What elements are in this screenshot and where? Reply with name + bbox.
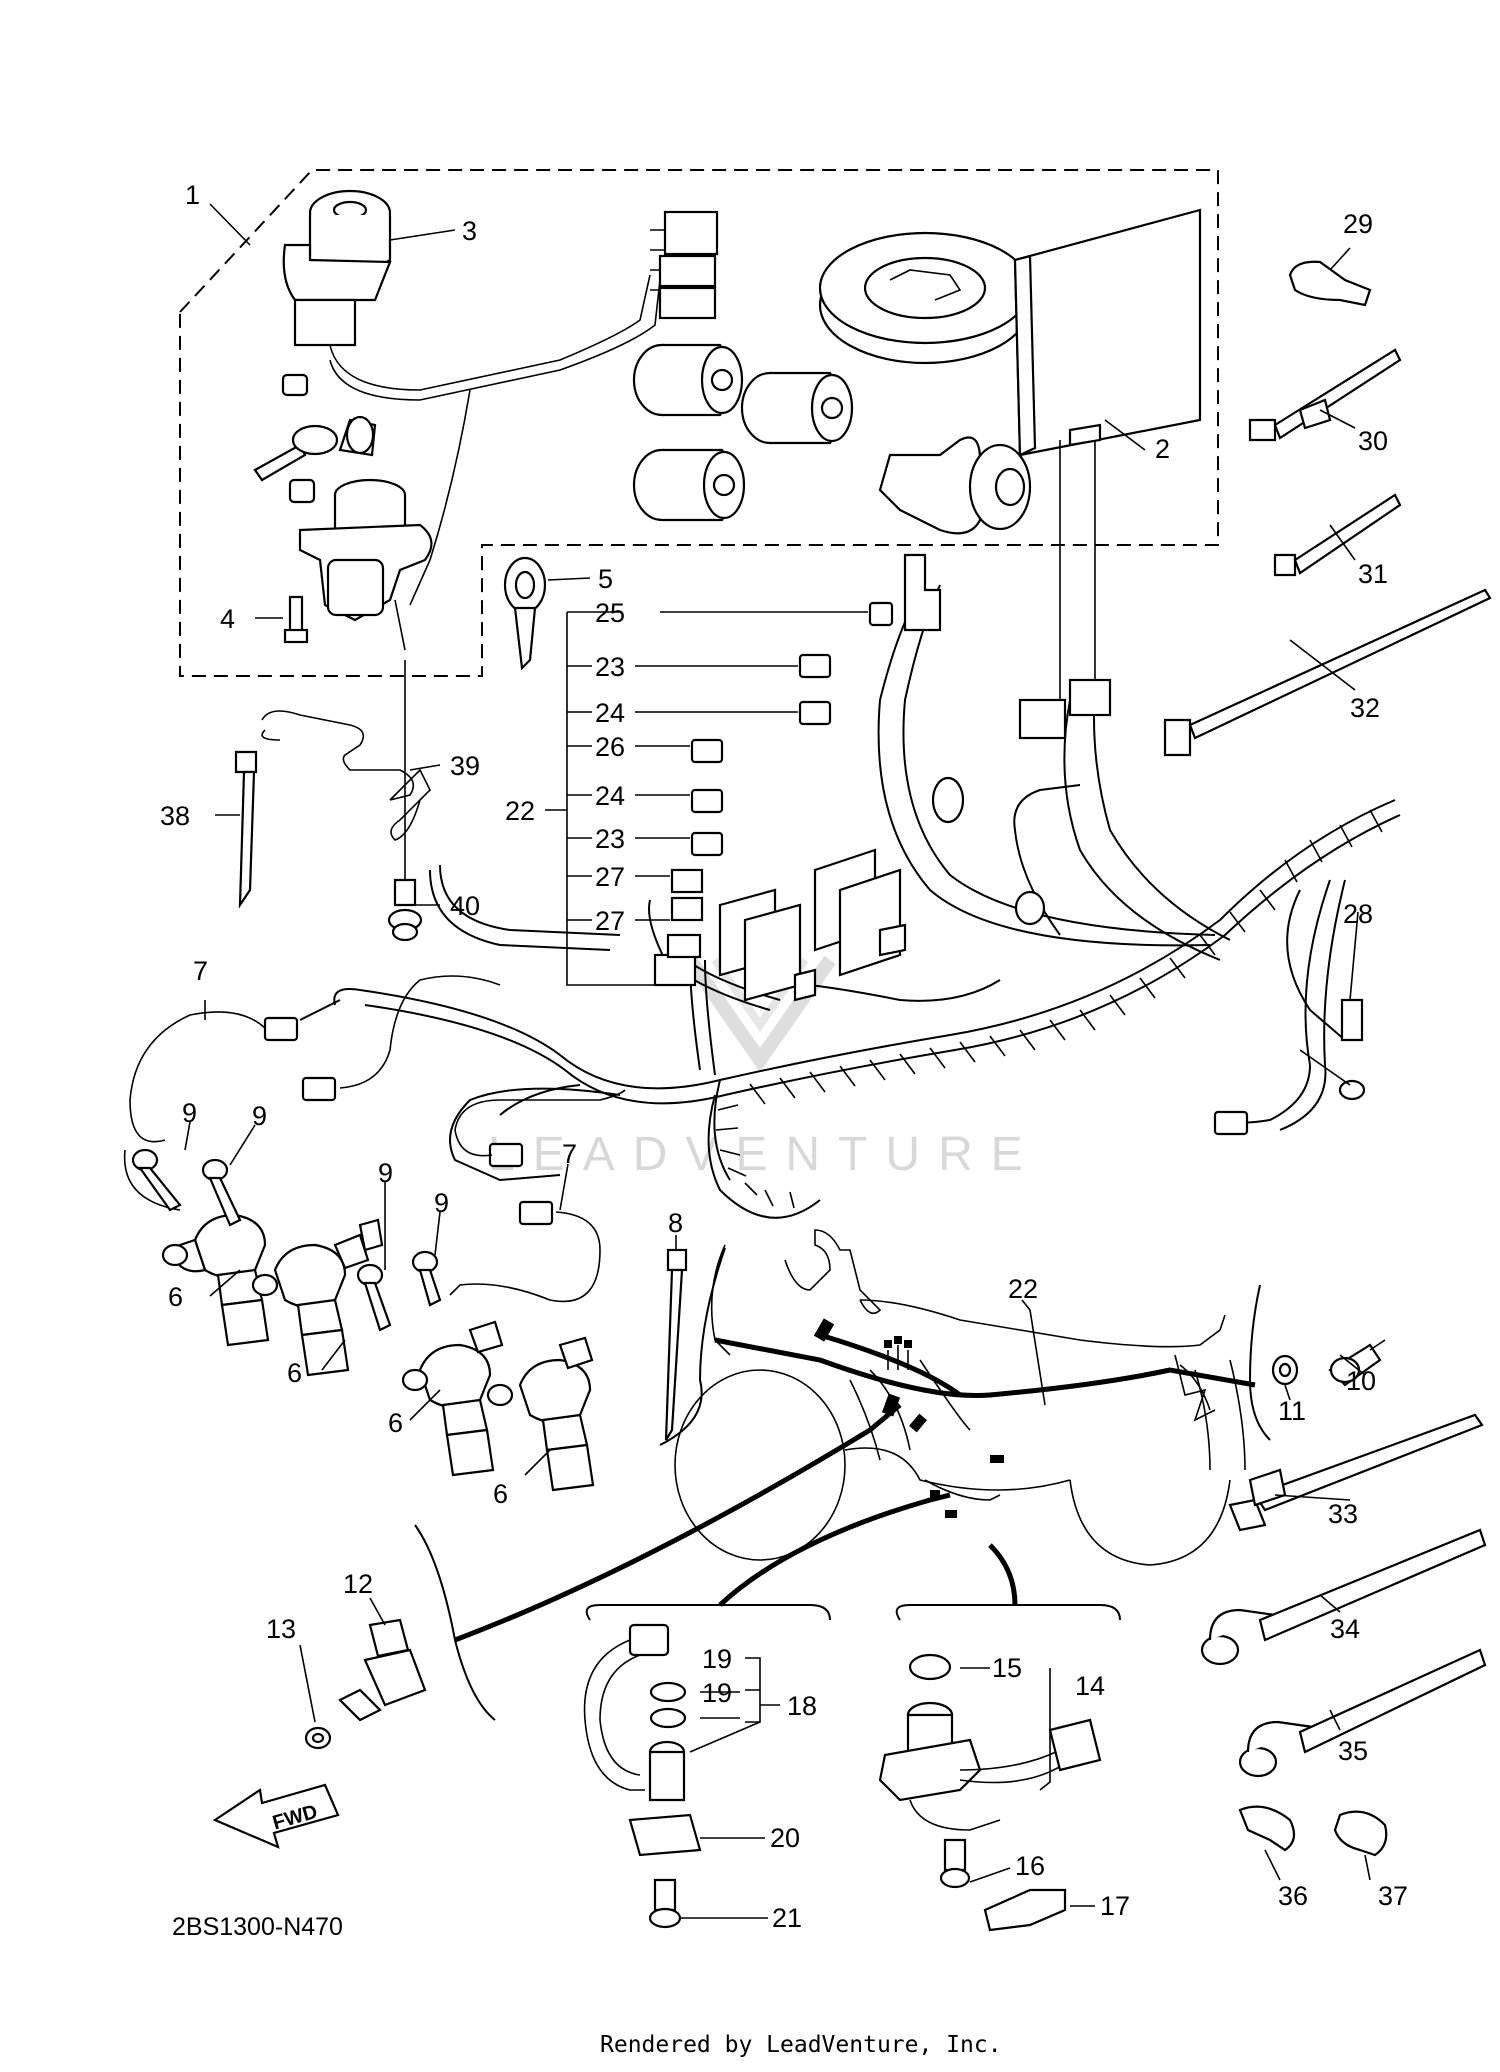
callout-23b: 23 xyxy=(595,824,625,854)
vehicle-outline xyxy=(414,1229,1271,1721)
callout-9d: 9 xyxy=(434,1188,449,1218)
callout-9a: 9 xyxy=(182,1098,197,1128)
callout-20: 20 xyxy=(770,1823,800,1853)
callout-39: 39 xyxy=(450,751,480,781)
callout-7b: 7 xyxy=(562,1139,577,1169)
callout-27b: 27 xyxy=(595,906,625,936)
fwd-arrow: FWD xyxy=(212,1783,340,1849)
callout-15: 15 xyxy=(992,1653,1022,1683)
callout-13: 13 xyxy=(266,1614,296,1644)
callout-30: 30 xyxy=(1358,426,1388,456)
callout-19b: 19 xyxy=(702,1678,732,1708)
callout-27a: 27 xyxy=(595,862,625,892)
ecu-unit xyxy=(1013,208,1202,700)
callout-33: 33 xyxy=(1328,1499,1358,1529)
callout-38: 38 xyxy=(160,801,190,831)
ignition-coils xyxy=(123,975,626,1492)
callout-5: 5 xyxy=(598,564,613,594)
callout-18: 18 xyxy=(787,1691,817,1721)
callout-labels: 1 2 3 4 5 6 6 6 6 7 7 8 9 9 9 9 10 11 12… xyxy=(160,180,1408,1933)
render-credit: Rendered by LeadVenture, Inc. xyxy=(600,2032,1002,2058)
callout-24b: 24 xyxy=(595,781,625,811)
callout-21: 21 xyxy=(772,1903,802,1933)
wire-harness xyxy=(263,553,1401,1226)
callout-37: 37 xyxy=(1378,1881,1408,1911)
callout-4: 4 xyxy=(220,604,235,634)
callout-26: 26 xyxy=(595,732,625,762)
callout-32: 32 xyxy=(1350,693,1380,723)
callout-6a: 6 xyxy=(168,1282,183,1312)
main-switch-assembly xyxy=(253,189,719,651)
callout-12: 12 xyxy=(343,1569,373,1599)
leader-lines xyxy=(184,203,1371,1919)
callout-3: 3 xyxy=(462,216,477,246)
callout-16: 16 xyxy=(1015,1851,1045,1881)
callout-9b: 9 xyxy=(252,1101,267,1131)
crank-sensor-set xyxy=(878,1653,1102,1932)
lock-cylinders xyxy=(632,343,1032,535)
speed-sensor-set xyxy=(583,1623,702,1929)
callout-25: 25 xyxy=(595,598,625,628)
callout-29: 29 xyxy=(1343,209,1373,239)
callout-2: 2 xyxy=(1155,434,1170,464)
callout-24a: 24 xyxy=(595,698,625,728)
callout-22b: 22 xyxy=(1008,1274,1038,1304)
callout-14: 14 xyxy=(1075,1671,1105,1701)
diagram-code: 2BS1300-N470 xyxy=(172,1913,343,1941)
callout-19a: 19 xyxy=(702,1644,732,1674)
neutral-switch xyxy=(304,1618,427,1750)
callout-40: 40 xyxy=(450,891,480,921)
callout-31: 31 xyxy=(1358,559,1388,589)
callout-23a: 23 xyxy=(595,652,625,682)
callout-17: 17 xyxy=(1100,1891,1130,1921)
tie-and-clip-set xyxy=(234,660,431,942)
callout-35: 35 xyxy=(1338,1736,1368,1766)
callout-10: 10 xyxy=(1346,1366,1376,1396)
cable-clamps xyxy=(1163,260,1492,1857)
key-blank xyxy=(503,556,547,671)
cable-tie-8 xyxy=(664,1248,688,1441)
callout-8: 8 xyxy=(668,1208,683,1238)
callout-7a: 7 xyxy=(193,956,208,986)
callout-9c: 9 xyxy=(378,1158,393,1188)
callout-6c: 6 xyxy=(388,1408,403,1438)
fuel-cap-lock xyxy=(818,231,1032,365)
callout-11: 11 xyxy=(1278,1396,1306,1426)
callout-28: 28 xyxy=(1343,899,1373,929)
callout-6b: 6 xyxy=(287,1358,302,1388)
callout-36: 36 xyxy=(1278,1881,1308,1911)
callout-34: 34 xyxy=(1330,1614,1360,1644)
callout-1: 1 xyxy=(185,180,200,210)
callout-22a: 22 xyxy=(505,796,535,826)
callout-6d: 6 xyxy=(493,1479,508,1509)
watermark-text: LEADVENTURE xyxy=(488,1128,1041,1181)
